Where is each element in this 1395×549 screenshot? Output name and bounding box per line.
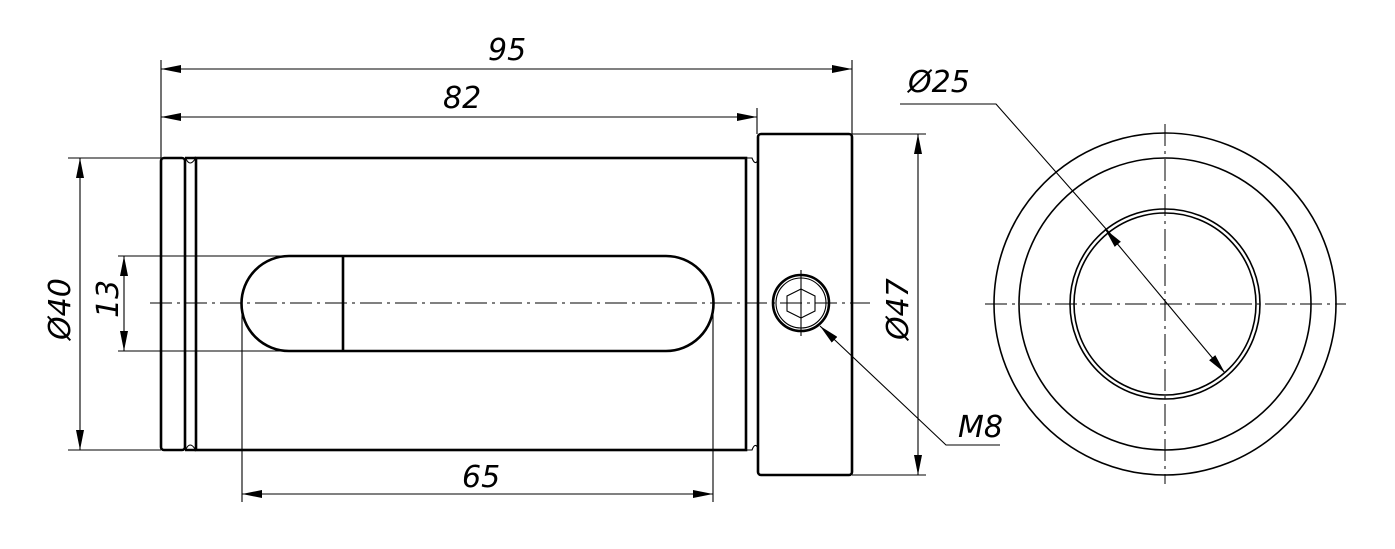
dim-40-label: Ø40 (43, 278, 78, 342)
groove-arc-bottom (185, 444, 196, 450)
side-view (150, 132, 870, 477)
dim-95-label: 95 (488, 33, 526, 68)
m8-label: M8 (958, 410, 1003, 445)
groove-arc-top (185, 158, 196, 164)
dim-65-label: 65 (462, 460, 500, 495)
dimensions: 95 82 Ø40 13 65 Ø47 M8 (43, 33, 1003, 502)
bore-dim-line (1104, 228, 1226, 374)
dim-47-label: Ø47 (881, 278, 916, 342)
m8-leader (819, 325, 1000, 446)
end-view: Ø25 (900, 65, 1346, 484)
groove (185, 156, 196, 452)
bore-dim-leader (900, 103, 1115, 239)
undercut (746, 157, 759, 451)
collar (756, 132, 854, 477)
dim-82-label: 82 (443, 81, 481, 116)
dim-13-label: 13 (91, 280, 126, 318)
front-ring (159, 156, 187, 452)
dim-25-label: Ø25 (906, 65, 970, 100)
slot (240, 254, 715, 353)
body-cylinder (194, 156, 748, 452)
socket-screw (771, 270, 831, 336)
